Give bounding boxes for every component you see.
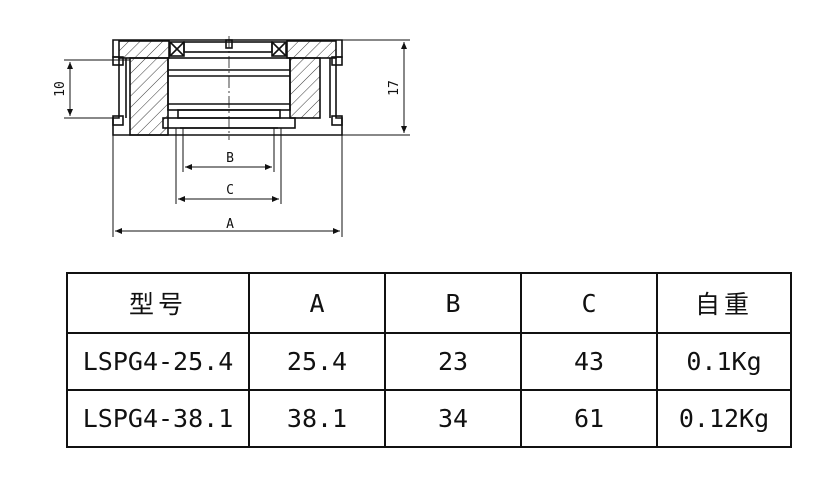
- cell-a: 25.4: [248, 332, 386, 391]
- header-a: A: [248, 272, 386, 334]
- dimension-c: [175, 128, 282, 204]
- table-row: LSPG4-38.1 38.1 34 61 0.12Kg: [66, 389, 792, 448]
- header-c: C: [520, 272, 658, 334]
- header-model: 型号: [66, 272, 250, 334]
- dimension-a-label: A: [226, 217, 234, 232]
- dimension-17-label: 17: [387, 80, 402, 96]
- fitting-cross-section: [112, 39, 343, 136]
- spec-table: 型号 A B C 自重 LSPG4-25.4 25.4 23 43 0.1Kg …: [66, 272, 792, 448]
- technical-drawing: 10 17 B C A: [53, 36, 410, 237]
- dimension-b-label: B: [226, 151, 234, 166]
- dimension-10: [64, 59, 130, 119]
- table-header-row: 型号 A B C 自重: [66, 272, 792, 334]
- table-row: LSPG4-25.4 25.4 23 43 0.1Kg: [66, 332, 792, 391]
- cell-weight: 0.12Kg: [656, 389, 792, 448]
- dimension-a: [112, 135, 343, 237]
- cell-model: LSPG4-38.1: [66, 389, 250, 448]
- cell-c: 43: [520, 332, 658, 391]
- cell-c: 61: [520, 389, 658, 448]
- cell-b: 34: [384, 389, 522, 448]
- cell-weight: 0.1Kg: [656, 332, 792, 391]
- dimension-10-label: 10: [53, 81, 68, 97]
- cell-model: LSPG4-25.4: [66, 332, 250, 391]
- dimension-b: [182, 128, 275, 172]
- dimension-c-label: C: [226, 183, 234, 198]
- header-weight: 自重: [656, 272, 792, 334]
- header-b: B: [384, 272, 522, 334]
- cell-b: 23: [384, 332, 522, 391]
- cell-a: 38.1: [248, 389, 386, 448]
- dimension-17: [342, 39, 410, 136]
